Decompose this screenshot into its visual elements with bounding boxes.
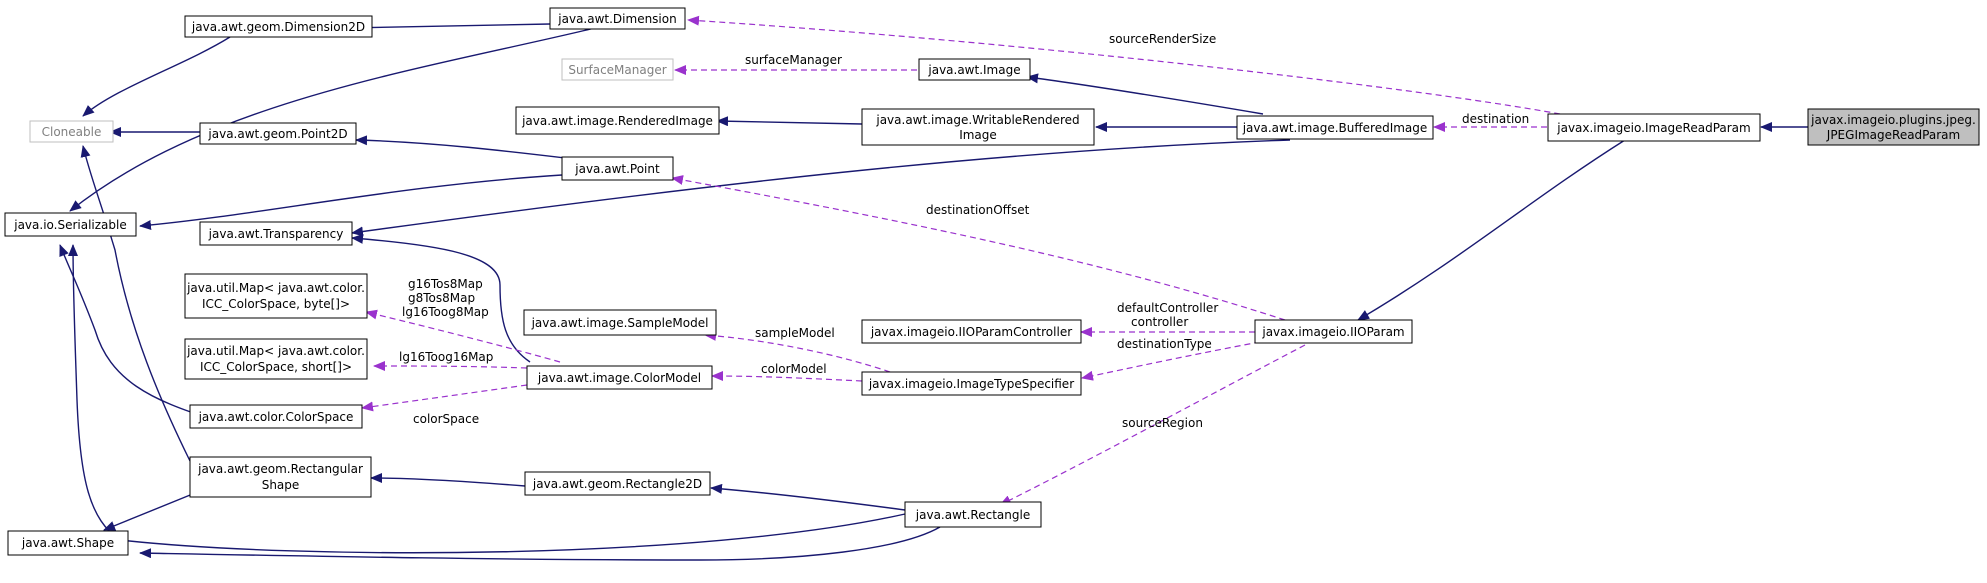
node-image[interactable]: java.awt.Image xyxy=(918,58,1031,81)
node-cloneable[interactable]: Cloneable xyxy=(29,120,114,143)
edge-colormodel-to-transparency xyxy=(351,233,531,363)
node-serializable[interactable]: java.io.Serializable xyxy=(4,212,137,237)
label-destinationoffset: destinationOffset xyxy=(926,203,1030,217)
node-iio-param-controller[interactable]: javax.imageio.IIOParamController xyxy=(861,319,1082,344)
label-samplemodel: sampleModel xyxy=(755,326,835,340)
label-surfacemanager: surfaceManager xyxy=(745,53,842,67)
node-map-short[interactable]: java.util.Map< java.awt.color. ICC_Color… xyxy=(184,338,368,380)
edge-imagetypespecifier-samplemodel xyxy=(704,330,891,373)
svg-text:java.awt.geom.Point2D: java.awt.geom.Point2D xyxy=(207,127,347,141)
label-destination: destination xyxy=(1462,112,1529,126)
svg-text:Image: Image xyxy=(959,128,997,142)
node-surface-manager[interactable]: SurfaceManager xyxy=(561,58,674,81)
edge-rectangle2d-to-rectangularshape xyxy=(370,473,526,487)
edge-writable-to-rendered xyxy=(716,116,863,127)
node-transparency[interactable]: java.awt.Transparency xyxy=(199,221,353,246)
svg-text:JPEGImageReadParam: JPEGImageReadParam xyxy=(1826,128,1960,142)
svg-text:java.awt.Image: java.awt.Image xyxy=(927,63,1020,77)
svg-text:java.awt.Shape: java.awt.Shape xyxy=(21,536,114,550)
svg-text:javax.imageio.ImageTypeSpecifi: javax.imageio.ImageTypeSpecifier xyxy=(868,377,1074,391)
svg-text:java.awt.geom.Rectangular: java.awt.geom.Rectangular xyxy=(197,462,363,476)
svg-text:java.util.Map< java.awt.color.: java.util.Map< java.awt.color. xyxy=(186,344,365,358)
svg-text:javax.imageio.plugins.jpeg.: javax.imageio.plugins.jpeg. xyxy=(1810,113,1976,127)
label-colorspace: colorSpace xyxy=(413,412,479,426)
edge-imagetypespecifier-colormodel xyxy=(711,371,863,382)
svg-text:javax.imageio.IIOParamControll: javax.imageio.IIOParamController xyxy=(870,325,1072,339)
label-sourcerendersize: sourceRenderSize xyxy=(1109,32,1216,46)
label-g16tos8map: g16Tos8Map xyxy=(408,277,483,291)
svg-text:java.awt.geom.Dimension2D: java.awt.geom.Dimension2D xyxy=(191,20,365,34)
svg-text:java.awt.image.SampleModel: java.awt.image.SampleModel xyxy=(531,316,709,330)
svg-text:javax.imageio.ImageReadParam: javax.imageio.ImageReadParam xyxy=(1556,121,1750,135)
edge-rectangularshape-to-shape xyxy=(103,490,201,531)
node-rectangle2d[interactable]: java.awt.geom.Rectangle2D xyxy=(524,471,711,496)
node-color-space[interactable]: java.awt.color.ColorSpace xyxy=(189,404,363,429)
svg-text:java.awt.Dimension: java.awt.Dimension xyxy=(557,12,676,26)
node-rectangular-shape[interactable]: java.awt.geom.Rectangular Shape xyxy=(189,456,372,498)
edge-colormodel-colorspace xyxy=(361,384,528,412)
edge-dimension-to-dimension2d xyxy=(344,22,551,33)
svg-text:java.awt.image.BufferedImage: java.awt.image.BufferedImage xyxy=(1242,121,1428,135)
node-point2d[interactable]: java.awt.geom.Point2D xyxy=(199,122,357,145)
node-dimension[interactable]: java.awt.Dimension xyxy=(549,7,686,30)
label-colormodel: colorModel xyxy=(761,362,827,376)
edge-imagereadparam-sourcerendersize xyxy=(687,15,1561,115)
edge-rectangle-to-shape xyxy=(139,526,941,561)
edge-bufferedimage-to-image xyxy=(1026,73,1264,115)
svg-text:javax.imageio.IIOParam: javax.imageio.IIOParam xyxy=(1261,325,1404,339)
svg-text:java.io.Serializable: java.io.Serializable xyxy=(13,218,127,232)
node-iio-param[interactable]: javax.imageio.IIOParam xyxy=(1254,319,1413,344)
edge-dimension-to-serializable xyxy=(69,27,596,212)
svg-text:SurfaceManager: SurfaceManager xyxy=(568,63,666,77)
edge-iioparam-sourceregion xyxy=(999,344,1306,506)
label-defaultcontroller: defaultController xyxy=(1117,301,1218,315)
edge-labels: sourceRenderSize surfaceManager destinat… xyxy=(399,32,1529,430)
edge-colormodel-maps-byte xyxy=(365,309,561,363)
svg-text:java.awt.color.ColorSpace: java.awt.color.ColorSpace xyxy=(198,410,354,424)
svg-text:java.awt.image.ColorModel: java.awt.image.ColorModel xyxy=(537,371,701,385)
node-rectangle[interactable]: java.awt.Rectangle xyxy=(904,501,1042,528)
node-image-type-specifier[interactable]: javax.imageio.ImageTypeSpecifier xyxy=(861,371,1082,396)
edge-colorspace-to-serializable xyxy=(59,244,216,421)
edge-dimension2d-to-cloneable xyxy=(82,36,231,117)
edge-point-to-serializable xyxy=(139,174,563,230)
edge-imagereadparam-to-iioparam xyxy=(1357,139,1626,321)
svg-text:java.awt.image.RenderedImage: java.awt.image.RenderedImage xyxy=(521,114,713,128)
edge-rectangle-to-rectangle2d xyxy=(710,483,906,511)
svg-text:ICC_ColorSpace, byte[]>: ICC_ColorSpace, byte[]> xyxy=(202,297,350,311)
label-sourceregion: sourceRegion xyxy=(1122,416,1203,430)
edge-bufferedimage-to-transparency xyxy=(351,139,1291,237)
label-destinationtype: destinationType xyxy=(1117,337,1212,351)
edge-colormodel-maps-short xyxy=(373,361,528,372)
edge-iioparam-destinationoffset xyxy=(671,175,1286,321)
label-lg16toog16map: lg16Toog16Map xyxy=(399,350,493,364)
node-point[interactable]: java.awt.Point xyxy=(561,156,674,181)
svg-text:Shape: Shape xyxy=(262,478,300,492)
edge-rectangularshape-to-cloneable xyxy=(80,145,191,462)
svg-text:ICC_ColorSpace, short[]>: ICC_ColorSpace, short[]> xyxy=(200,360,352,374)
node-buffered-image[interactable]: java.awt.image.BufferedImage xyxy=(1236,115,1434,140)
svg-text:java.awt.Transparency: java.awt.Transparency xyxy=(208,227,344,241)
node-jpeg-image-read-param[interactable]: javax.imageio.plugins.jpeg. JPEGImageRea… xyxy=(1807,108,1980,146)
edge-iioparam-destinationtype xyxy=(1081,339,1271,381)
node-map-byte[interactable]: java.util.Map< java.awt.color. ICC_Color… xyxy=(184,273,368,319)
svg-text:java.util.Map< java.awt.color.: java.util.Map< java.awt.color. xyxy=(186,281,365,295)
node-image-read-param[interactable]: javax.imageio.ImageReadParam xyxy=(1547,113,1761,142)
node-sample-model[interactable]: java.awt.image.SampleModel xyxy=(523,309,717,336)
node-shape[interactable]: java.awt.Shape xyxy=(7,530,129,556)
svg-text:java.awt.Rectangle: java.awt.Rectangle xyxy=(915,508,1030,522)
label-lg16toog8map: lg16Toog8Map xyxy=(402,305,489,319)
label-controller: controller xyxy=(1131,315,1188,329)
svg-text:java.awt.geom.Rectangle2D: java.awt.geom.Rectangle2D xyxy=(532,477,702,491)
svg-text:java.awt.Point: java.awt.Point xyxy=(574,162,660,176)
svg-text:Cloneable: Cloneable xyxy=(42,125,102,139)
label-g8tos8map: g8Tos8Map xyxy=(408,291,475,305)
node-dimension2d[interactable]: java.awt.geom.Dimension2D xyxy=(184,15,373,38)
svg-text:java.awt.image.WritableRendere: java.awt.image.WritableRendered xyxy=(875,113,1079,127)
node-writable-rendered-image[interactable]: java.awt.image.WritableRendered Image xyxy=(861,108,1095,146)
nodes: java.awt.geom.Dimension2D java.awt.Dimen… xyxy=(4,7,1980,556)
node-color-model[interactable]: java.awt.image.ColorModel xyxy=(526,365,713,390)
node-rendered-image[interactable]: java.awt.image.RenderedImage xyxy=(515,106,720,135)
